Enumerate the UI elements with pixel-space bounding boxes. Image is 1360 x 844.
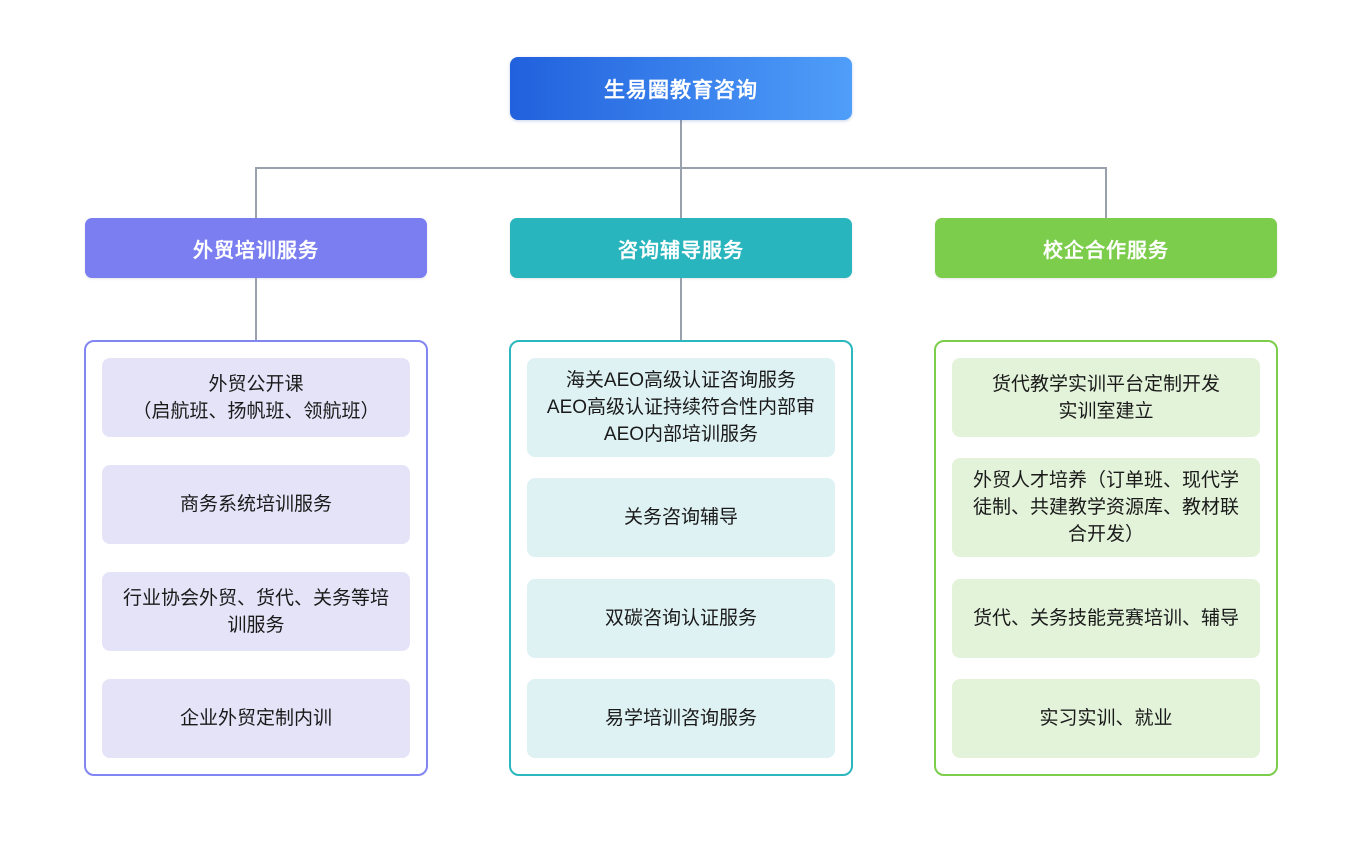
branch-header: 咨询辅导服务	[510, 218, 852, 278]
connector-horizontal	[255, 167, 1107, 169]
leaf-node: 实习实训、就业	[952, 678, 1260, 758]
leaf-node: 关务咨询辅导	[527, 478, 835, 558]
leaf-node: 外贸公开课 （启航班、扬帆班、领航班）	[102, 358, 410, 437]
branch-item-group: 外贸公开课 （启航班、扬帆班、领航班） 商务系统培训服务 行业协会外贸、货代、关…	[84, 340, 428, 776]
leaf-node: 货代教学实训平台定制开发 实训室建立	[952, 358, 1260, 437]
branch-school-enterprise: 校企合作服务 货代教学实训平台定制开发 实训室建立 外贸人才培养（订单班、现代学…	[934, 218, 1278, 776]
branch-header: 校企合作服务	[935, 218, 1277, 278]
connector-right-vertical	[1105, 168, 1107, 219]
leaf-node: 行业协会外贸、货代、关务等培训服务	[102, 572, 410, 651]
branch-trade-training: 外贸培训服务 外贸公开课 （启航班、扬帆班、领航班） 商务系统培训服务 行业协会…	[84, 218, 428, 776]
connector-branch-vertical	[680, 278, 682, 340]
branch-item-group: 海关AEO高级认证咨询服务 AEO高级认证持续符合性内部审 AEO内部培训服务 …	[509, 340, 853, 776]
branch-consulting: 咨询辅导服务 海关AEO高级认证咨询服务 AEO高级认证持续符合性内部审 AEO…	[509, 218, 853, 776]
leaf-node: 商务系统培训服务	[102, 465, 410, 544]
connector-branch-vertical	[255, 278, 257, 340]
leaf-node: 海关AEO高级认证咨询服务 AEO高级认证持续符合性内部审 AEO内部培训服务	[527, 358, 835, 457]
leaf-node: 易学培训咨询服务	[527, 678, 835, 758]
leaf-node: 双碳咨询认证服务	[527, 578, 835, 658]
branch-item-group: 货代教学实训平台定制开发 实训室建立 外贸人才培养（订单班、现代学徒制、共建教学…	[934, 340, 1278, 776]
branch-header: 外贸培训服务	[85, 218, 427, 278]
leaf-node: 企业外贸定制内训	[102, 679, 410, 758]
root-node: 生易圈教育咨询	[510, 57, 852, 120]
connector-root-vertical	[680, 119, 682, 219]
leaf-node: 外贸人才培养（订单班、现代学徒制、共建教学资源库、教材联合开发）	[952, 458, 1260, 558]
leaf-node: 货代、关务技能竞赛培训、辅导	[952, 578, 1260, 658]
connector-left-vertical	[255, 168, 257, 219]
